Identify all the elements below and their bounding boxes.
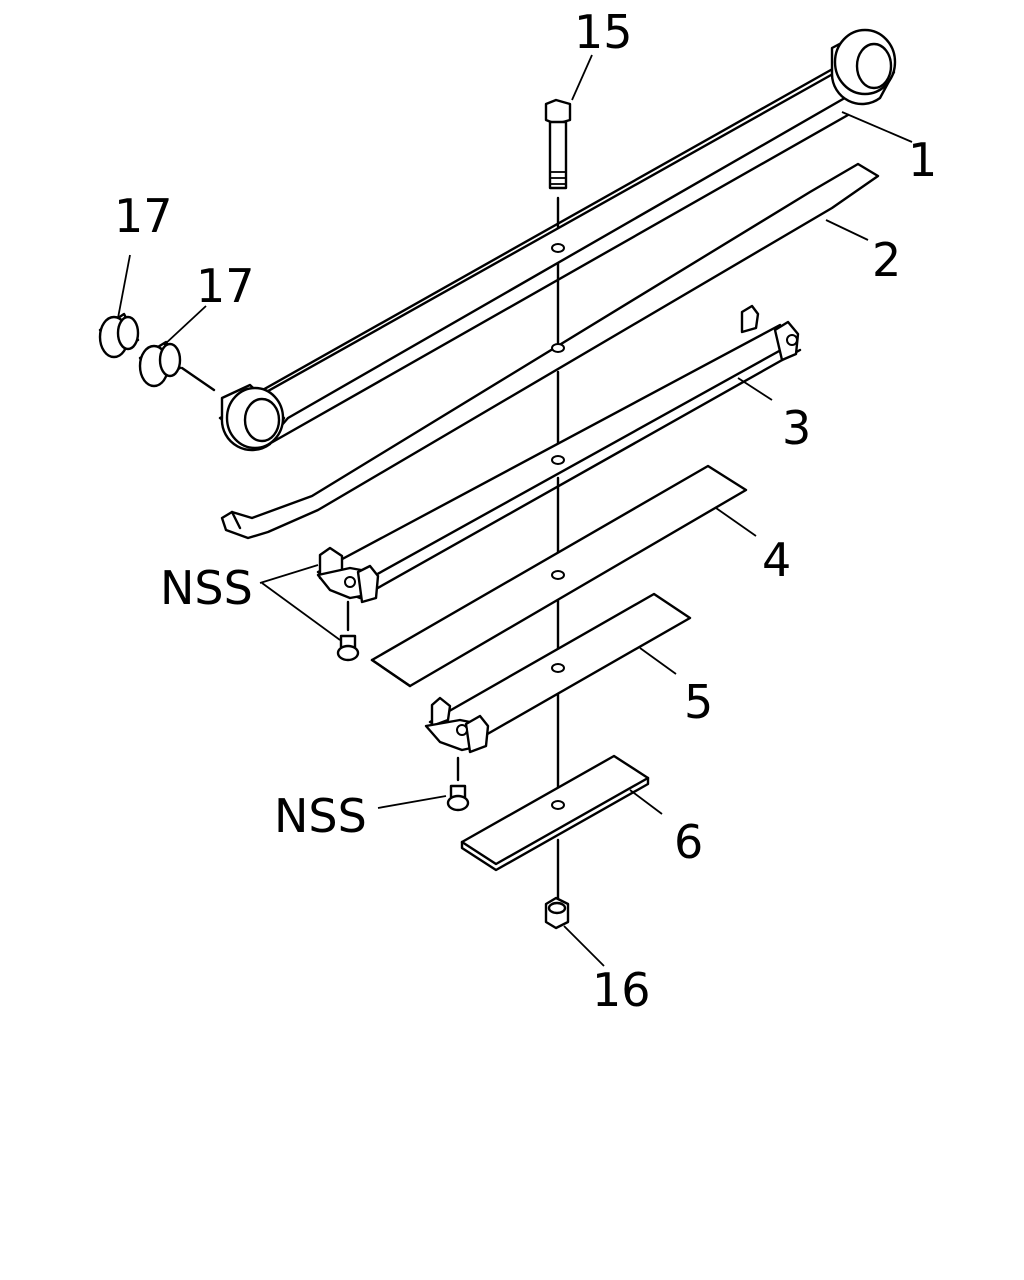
leaf2-center-hole <box>551 343 565 353</box>
label-6: 6 <box>674 815 703 869</box>
bushing-part-17a <box>98 312 140 359</box>
leaf-part-3 <box>316 304 802 604</box>
main-leaf-part-1 <box>218 28 897 452</box>
rear-eye <box>830 28 897 106</box>
label-2: 2 <box>872 233 901 287</box>
leaf4-center-hole <box>551 570 565 580</box>
leaf1-center-hole <box>551 243 565 253</box>
leader-lines <box>117 54 913 967</box>
leaf-part-5 <box>424 592 692 754</box>
label-17-b: 17 <box>196 259 255 313</box>
rivet-nss-lower <box>446 756 470 812</box>
leaf3-center-hole <box>551 455 565 465</box>
spacer-part-6 <box>460 754 650 872</box>
leaf5-center-hole <box>551 663 565 673</box>
center-bolt-part-15 <box>544 98 572 190</box>
label-15: 15 <box>574 5 633 59</box>
label-4: 4 <box>762 533 791 587</box>
label-nss-upper: NSS <box>160 561 253 615</box>
label-3: 3 <box>782 401 811 455</box>
nut-part-16 <box>544 896 570 930</box>
label-1: 1 <box>908 133 937 187</box>
bushing-part-17b <box>138 340 216 392</box>
front-eye <box>220 383 286 452</box>
leaf-part-4 <box>370 464 748 688</box>
label-17-a: 17 <box>114 189 173 243</box>
rivet-nss-upper <box>336 600 360 662</box>
label-16: 16 <box>592 963 651 1017</box>
spacer-center-hole <box>551 800 565 810</box>
label-nss-lower: NSS <box>274 789 367 843</box>
callout-labels: 15 1 2 3 4 5 6 16 17 17 NSS NSS <box>114 5 937 1017</box>
leaf-part-2 <box>220 162 880 540</box>
label-5: 5 <box>684 675 713 729</box>
